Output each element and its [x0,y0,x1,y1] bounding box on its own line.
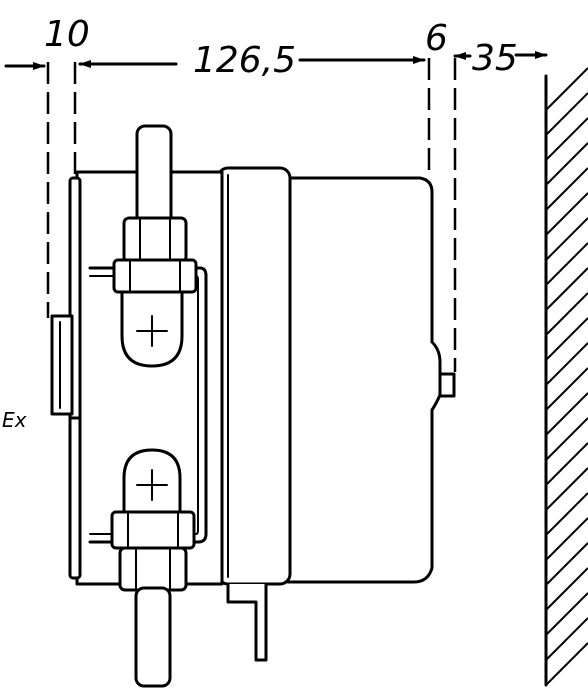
ex-label: Ex [2,408,27,432]
dimension-left-offset: 10 [44,14,90,55]
wall-hatching [544,67,588,687]
gauge-housing [216,166,456,662]
extension-lines [46,58,457,372]
upper-fitting [112,124,198,368]
dimension-wall-clearance: 35 [472,38,518,79]
dimension-lines [4,51,548,70]
dimension-gap: 6 [425,18,448,59]
lower-fitting [110,448,196,688]
dimension-body-length: 126,5 [193,40,296,81]
